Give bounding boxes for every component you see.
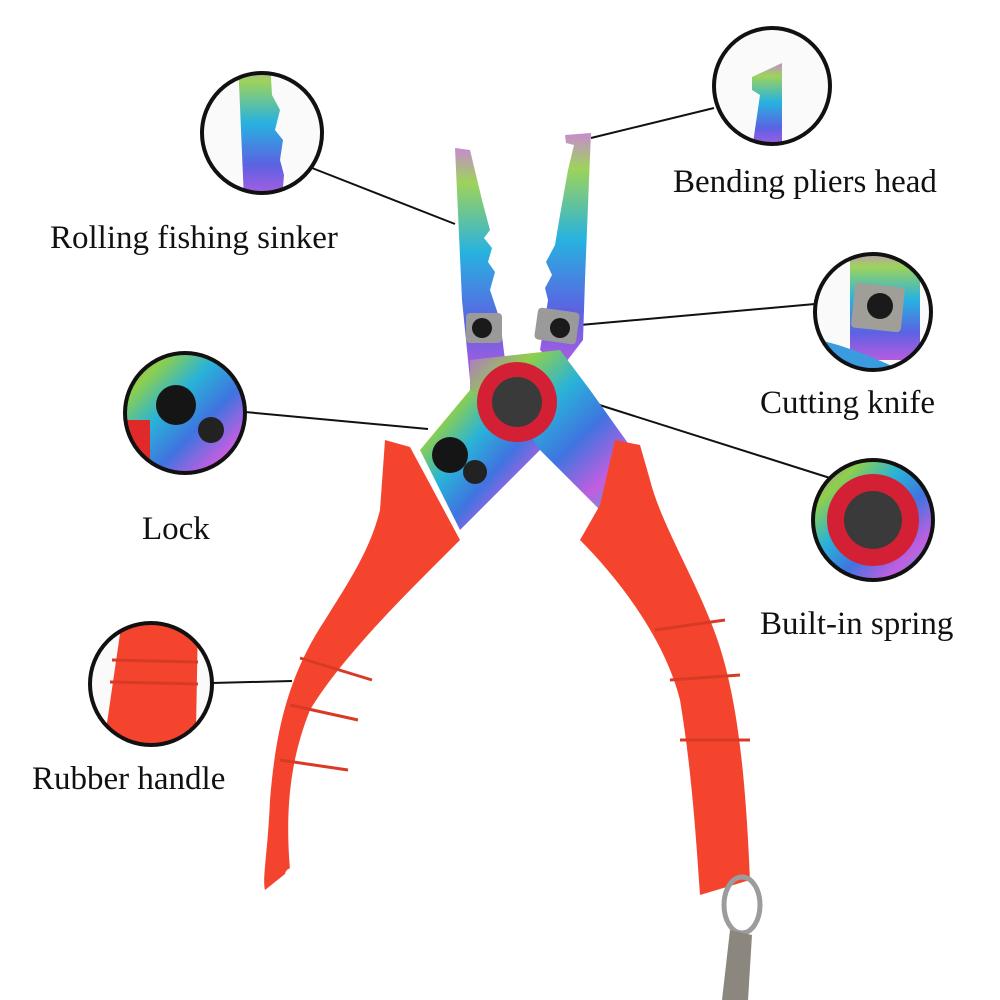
left-jaw — [455, 148, 505, 380]
key-ring — [721, 874, 763, 1000]
detail-built-in-spring — [811, 458, 935, 582]
label-rubber-handle: Rubber handle — [32, 761, 226, 797]
callout-line-sinker — [311, 167, 456, 225]
callout-line-spring — [589, 401, 831, 479]
label-built-in-spring: Built-in spring — [760, 606, 954, 642]
lock-knob-icon — [432, 437, 468, 473]
label-cutting-knife: Cutting knife — [760, 385, 936, 421]
callout-line-rubber — [211, 680, 293, 684]
detail-bending-head — [712, 26, 832, 146]
left-blade-screw-icon — [472, 318, 492, 338]
detail-cutting-knife — [813, 252, 933, 372]
pliers-body — [420, 350, 640, 530]
handles — [264, 440, 750, 895]
callout-line-bending — [590, 107, 715, 139]
label-bending-pliers-head: Bending pliers head — [673, 164, 937, 200]
lock-screw-icon — [463, 460, 487, 484]
jaws — [455, 133, 591, 380]
right-handle — [580, 440, 750, 895]
detail-rolling-sinker — [200, 71, 324, 195]
pivot-icon — [492, 377, 542, 427]
detail-lock — [123, 351, 247, 475]
lanyard-hole-icon — [285, 868, 299, 882]
label-rolling-fishing-sinker: Rolling fishing sinker — [50, 220, 338, 256]
handle-ridges — [279, 618, 750, 772]
callout-line-lock — [244, 411, 429, 430]
detail-rubber-handle — [88, 621, 214, 747]
label-lock: Lock — [142, 511, 210, 547]
callout-line-knife — [579, 303, 816, 326]
right-blade-screw-icon — [550, 318, 570, 338]
callout-lines — [211, 107, 831, 684]
left-handle — [264, 440, 460, 890]
